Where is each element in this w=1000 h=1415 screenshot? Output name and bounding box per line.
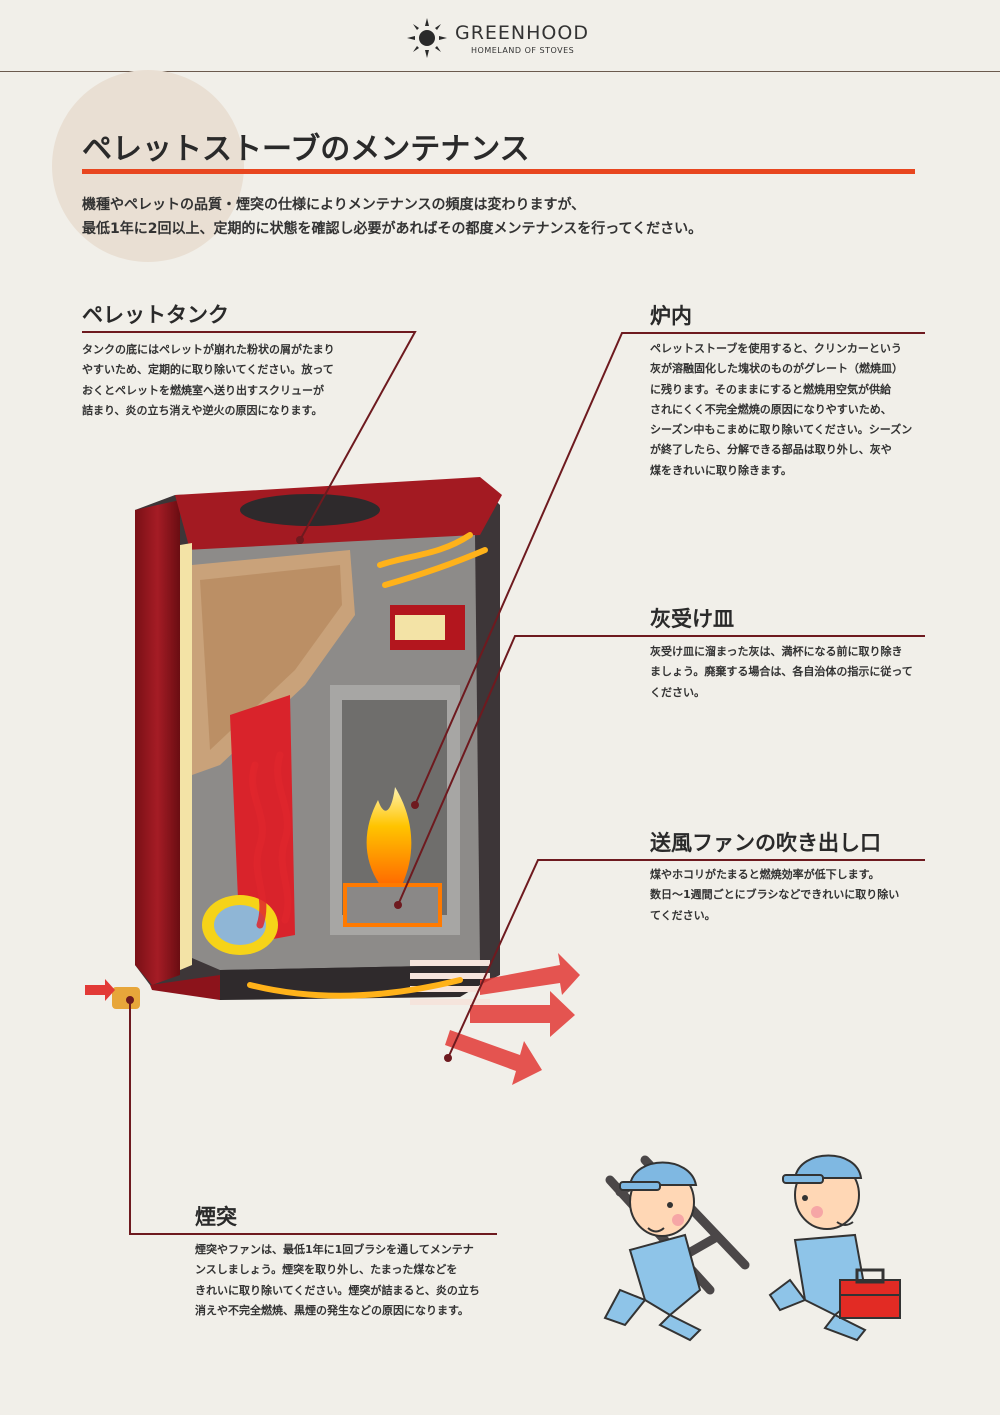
body-fan-outlet: 煤やホコリがたまると燃焼効率が低下します。 数日〜1週間ごとにブラシなどできれい… (650, 865, 899, 926)
worker-with-ladder (603, 1155, 750, 1342)
leader-fan-outlet (447, 859, 925, 1059)
text-line: 煤やホコリがたまると燃焼効率が低下します。 (650, 868, 880, 881)
workers-illustration (603, 1154, 901, 1342)
sun-icon (407, 18, 447, 58)
heading-fan-outlet: 送風ファンの吹き出し口 (650, 831, 881, 855)
body-chimney: 煙突やファンは、最低1年に1回ブラシを通してメンテナ ンスしましょう。煙突を取り… (195, 1240, 480, 1321)
text-line: ペレットストーブを使用すると、クリンカーという (650, 342, 902, 355)
brand-name: GREENHOOD (455, 22, 589, 44)
intro-text: 機種やペレットの品質・煙突の仕様によりメンテナンスの頻度は変わりますが、 最低1… (82, 193, 702, 241)
worker-with-toolbox (768, 1154, 901, 1342)
brand-logo: GREENHOOD HOMELAND OF STOVES (405, 16, 605, 60)
body-pellet-tank: タンクの底にはペレットが崩れた粉状の屑がたまり やすいため、定期的に取り除いてく… (82, 340, 335, 421)
text-line: タンクの底にはペレットが崩れた粉状の屑がたまり (82, 343, 335, 356)
text-line: 消えや不完全燃焼、黒煙の発生などの原因になります。 (195, 1303, 469, 1317)
text-line: ンスしましょう。煙突を取り外し、たまった煤などを (195, 1263, 458, 1277)
text-line: ましょう。廃棄する場合は、各自治体の指示に従って (650, 665, 913, 679)
text-line: 詰まり、炎の立ち消えや逆火の原因になります。 (82, 403, 323, 417)
intro-line: 最低1年に2回以上、定期的に状態を確認し必要があればその都度メンテナンスを行って… (82, 221, 703, 237)
heading-ash-tray: 灰受け皿 (650, 607, 734, 631)
text-line: されにくく不完全燃焼の原因になりやすいため、 (650, 402, 892, 416)
text-line: 煙突やファンは、最低1年に1回ブラシを通してメンテナ (195, 1243, 474, 1256)
leader-furnace (414, 332, 925, 806)
title-decoration-circle (52, 70, 244, 262)
text-line: きれいに取り除いてください。煙突が詰まると、炎の立ち (195, 1283, 480, 1297)
text-line: てください。 (650, 908, 716, 922)
body-ash-tray: 灰受け皿に溜まった灰は、満杯になる前に取り除き ましょう。廃棄する場合は、各自治… (650, 642, 913, 703)
text-line: シーズン中もこまめに取り除いてください。シーズン (650, 423, 913, 437)
text-line: に残ります。そのままにすると燃焼用空気が供給 (650, 382, 892, 396)
leader-chimney (129, 1000, 497, 1235)
title-underline (82, 169, 915, 174)
body-furnace: ペレットストーブを使用すると、クリンカーという 灰が溶融固化した塊状のものがグレ… (650, 339, 912, 481)
header-divider (0, 71, 1000, 72)
intro-line: 機種やペレットの品質・煙突の仕様によりメンテナンスの頻度は変わりますが、 (82, 197, 586, 213)
text-line: 煤をきれいに取り除きます。 (650, 463, 792, 477)
text-line: やすいため、定期的に取り除いてください。放って (82, 363, 334, 377)
text-line: が終了したら、分解できる部品は取り外し、灰や (650, 443, 892, 457)
stove-cutaway-illustration (85, 477, 580, 1085)
text-line: ください。 (650, 685, 705, 699)
text-line: 灰受け皿に溜まった灰は、満杯になる前に取り除き (650, 645, 903, 658)
brand-tagline: HOMELAND OF STOVES (471, 46, 575, 55)
heading-pellet-tank: ペレットタンク (82, 303, 229, 327)
text-line: 数日〜1週間ごとにブラシなどできれいに取り除い (650, 888, 900, 902)
leader-pellet-tank (82, 331, 417, 541)
heading-chimney: 煙突 (195, 1205, 237, 1229)
page-title: ペレットストーブのメンテナンス (82, 132, 530, 167)
text-line: おくとペレットを燃焼室へ送り出すスクリューが (82, 383, 324, 397)
text-line: 灰が溶融固化した塊状のものがグレート（燃焼皿） (650, 362, 903, 376)
leader-ash-tray (397, 635, 925, 906)
heading-furnace: 炉内 (650, 304, 692, 328)
